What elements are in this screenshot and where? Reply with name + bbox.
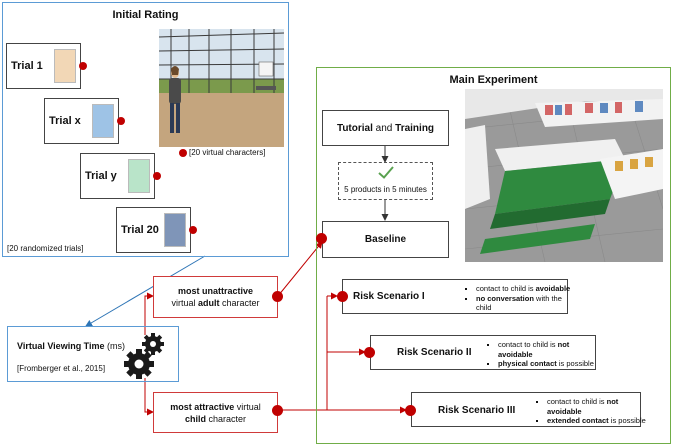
trial-label: Trial y bbox=[85, 170, 117, 182]
adult-box-dot bbox=[272, 291, 283, 302]
gears-icon bbox=[124, 333, 164, 379]
trial-box-1: Trial 1 bbox=[6, 43, 81, 89]
arrow-adult-to-baseline bbox=[277, 241, 323, 297]
trial-dot-y bbox=[153, 172, 161, 180]
bullet: contact to child is avoidable bbox=[476, 284, 576, 294]
tutorial-training-text: Tutorial and Training bbox=[336, 122, 435, 134]
bullet: contact to child is not avoidable bbox=[498, 340, 604, 359]
randomized-note: [20 randomized trials] bbox=[7, 244, 84, 253]
avatar-icon bbox=[54, 49, 76, 83]
baseline-dot bbox=[316, 233, 327, 244]
bullet: no conversation with the child bbox=[476, 294, 576, 313]
viewing-time-citation: [Fromberger et al., 2015] bbox=[17, 364, 106, 373]
avatar-icon bbox=[164, 213, 186, 247]
viewing-time-title: Virtual Viewing Time (ms) bbox=[17, 341, 126, 351]
bullet: physical contact is possible bbox=[498, 359, 604, 369]
risk-scenario-1-label: Risk Scenario I bbox=[353, 291, 425, 302]
check-icon bbox=[378, 166, 394, 179]
main-experiment-panel: Main Experiment bbox=[316, 67, 671, 444]
tutorial-training-box: Tutorial and Training bbox=[322, 110, 449, 146]
bullet: extended contact is possible bbox=[547, 416, 649, 426]
risk-scenario-2-box: Risk Scenario II contact to child is not… bbox=[370, 335, 596, 370]
trial-box-20: Trial 20 bbox=[116, 207, 191, 253]
scenario-2-dot bbox=[364, 347, 375, 358]
training-criterion-text: 5 products in 5 minutes bbox=[344, 185, 427, 194]
supermarket-scene bbox=[465, 89, 663, 262]
main-experiment-title: Main Experiment bbox=[449, 74, 538, 86]
risk-scenario-2-label: Risk Scenario II bbox=[397, 347, 472, 358]
initial-rating-title: Initial Rating bbox=[112, 9, 179, 21]
avatar-icon bbox=[128, 159, 150, 193]
arrow-gears-to-child bbox=[144, 378, 154, 416]
scenario-3-dot bbox=[405, 405, 416, 416]
trial-dot-20 bbox=[189, 226, 197, 234]
scenario-1-dot bbox=[337, 291, 348, 302]
risk-scenario-3-label: Risk Scenario III bbox=[438, 405, 516, 416]
trial-label: Trial x bbox=[49, 115, 81, 127]
trial-label: Trial 20 bbox=[121, 224, 159, 236]
initial-rating-panel: Initial Rating bbox=[2, 2, 289, 257]
adult-character-box: most unattractive virtual adult characte… bbox=[153, 276, 278, 318]
bullet: contact to child is not avoidable bbox=[547, 397, 649, 416]
risk-scenario-1-bullets: contact to child is avoidable no convers… bbox=[465, 284, 576, 313]
trial-box-x: Trial x bbox=[44, 98, 119, 144]
training-criterion-box: 5 products in 5 minutes bbox=[338, 162, 433, 200]
baseline-label: Baseline bbox=[364, 234, 407, 245]
trial-box-y: Trial y bbox=[80, 153, 155, 199]
arrow-rating-to-viewing bbox=[85, 255, 206, 327]
trial-dot-1 bbox=[79, 62, 87, 70]
risk-scenario-2-bullets: contact to child is not avoidable physic… bbox=[487, 340, 604, 369]
risk-scenario-3-bullets: contact to child is not avoidable extend… bbox=[536, 397, 649, 426]
baseline-box: Baseline bbox=[322, 221, 449, 258]
child-character-box: most attractive virtual child character bbox=[153, 392, 278, 433]
trial-dot-x bbox=[117, 117, 125, 125]
risk-scenario-3-box: Risk Scenario III contact to child is no… bbox=[411, 392, 646, 427]
child-box-dot bbox=[272, 405, 283, 416]
characters-dot bbox=[179, 149, 187, 157]
viewing-time-box: Virtual Viewing Time (ms) [Fromberger et… bbox=[7, 326, 179, 382]
adult-character-text: most unattractive virtual adult characte… bbox=[171, 286, 260, 308]
risk-scenario-1-box: Risk Scenario I contact to child is avoi… bbox=[342, 279, 570, 314]
trial-label: Trial 1 bbox=[11, 60, 43, 72]
virtual-room-scene bbox=[159, 29, 284, 147]
child-character-text: most attractive virtual child character bbox=[170, 401, 261, 424]
avatar-icon bbox=[92, 104, 114, 138]
arrow-gears-to-adult bbox=[144, 292, 154, 335]
characters-note: [20 virtual characters] bbox=[189, 148, 266, 157]
